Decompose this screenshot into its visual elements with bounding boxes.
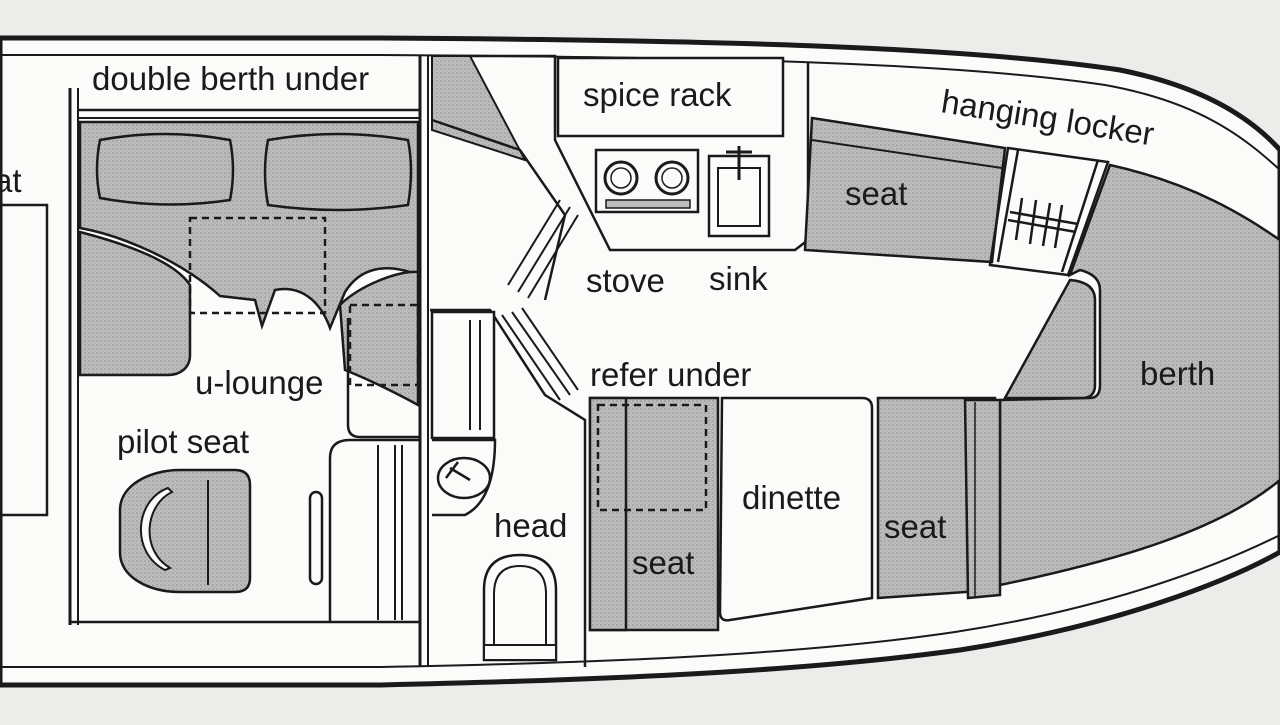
v-berth-filler — [1002, 278, 1097, 400]
pilot-seat-back — [140, 486, 174, 572]
label-seat-dinette-port: seat — [632, 544, 694, 581]
label-stove: stove — [586, 262, 665, 299]
u-lounge-left-cushion — [78, 230, 192, 377]
head-wall — [430, 308, 587, 667]
label-refer-under: refer under — [590, 356, 751, 393]
sink-icon — [707, 146, 771, 238]
label-seat-dinette-starboard: seat — [884, 508, 946, 545]
label-u-lounge: u-lounge — [195, 364, 323, 401]
pilot-seat — [118, 468, 252, 594]
passage-lines — [501, 199, 579, 401]
toilet-icon — [482, 553, 558, 662]
label-head: head — [494, 507, 567, 544]
v-berth-cushion — [998, 163, 1280, 587]
helm-wheel-handle — [308, 490, 324, 586]
label-seat-cut: at — [0, 162, 22, 199]
dinette-table — [718, 396, 874, 622]
dinette-seat-aft-back — [588, 396, 628, 632]
u-lounge-step-outline — [348, 303, 420, 387]
spice-rack — [556, 56, 785, 138]
dinette-seat-forward-back — [963, 398, 1002, 600]
stove-icon — [594, 148, 700, 214]
head-cabinet — [430, 310, 496, 440]
companionway — [328, 438, 420, 622]
label-spice-rack: spice rack — [583, 76, 732, 113]
label-double-berth-under: double berth under — [92, 60, 369, 97]
label-sink: sink — [709, 260, 768, 297]
label-dinette: dinette — [742, 479, 841, 516]
forward-seat-back — [811, 139, 1003, 169]
pillow-right — [263, 132, 413, 212]
label-pilot-seat: pilot seat — [117, 423, 249, 460]
u-lounge-step — [346, 318, 420, 439]
pillow-left — [95, 132, 235, 206]
galley-diagonal — [431, 118, 567, 301]
aft-seat-box — [0, 203, 49, 517]
refer-outline — [596, 403, 708, 512]
head-sink-icon — [436, 456, 492, 500]
galley-shaded-corner — [431, 55, 528, 162]
u-lounge-table-outline — [188, 216, 327, 315]
hanging-locker — [988, 146, 1110, 277]
forward-seat-cushion — [803, 116, 1007, 264]
label-seat-forward: seat — [845, 175, 907, 212]
label-berth: berth — [1140, 355, 1215, 392]
